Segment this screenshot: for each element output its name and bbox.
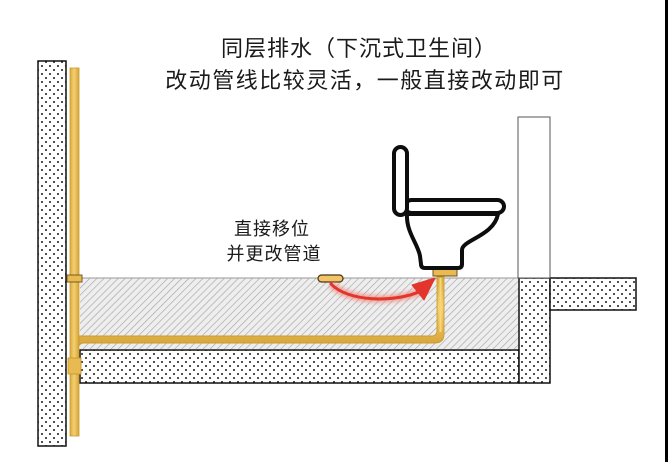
right-floor-slab (549, 277, 637, 311)
right-edge-border (665, 0, 668, 462)
toilet-icon (392, 145, 506, 270)
riser-coupling-upper (66, 274, 83, 283)
original-outlet (317, 274, 344, 283)
toilet-bowl (404, 212, 500, 270)
left-wall (37, 60, 67, 447)
toilet-lid (392, 145, 409, 217)
annotation-line-2: 并更改管道 (226, 244, 322, 265)
floor-slab (79, 349, 520, 384)
diagram-title: 同层排水（下沉式卫生间） (220, 37, 497, 62)
arrowhead-icon (411, 277, 436, 301)
relocation-arrow (329, 282, 423, 301)
annotation-line-1: 直接移位 (234, 219, 310, 240)
new-drain-pipe (78, 275, 445, 347)
partition-wall (517, 116, 551, 279)
riser-coupling-lower (67, 357, 82, 375)
toilet-seat (403, 198, 506, 215)
riser-pipe (69, 67, 80, 437)
right-column (518, 277, 551, 384)
diagram-subtitle: 改动管线比较灵活，一般直接改动即可 (165, 69, 565, 94)
